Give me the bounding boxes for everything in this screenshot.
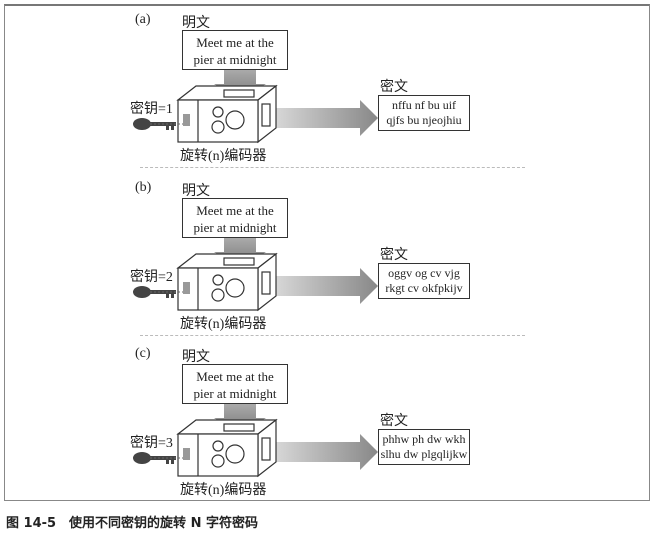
ciphertext-line: slhu dw plgqlijkw [380,447,468,461]
figure-caption: 图 14-5 使用不同密钥的旋转 N 字符密码 [6,516,258,531]
cipher-panel: (b) 明文 Meet me at the pier at midnight 密钥… [0,168,653,336]
encoder-graphic [133,70,378,144]
plaintext-label: 明文 [182,184,210,199]
figure-frame [4,4,650,501]
plaintext-line: pier at midnight [193,220,277,235]
keyhole-icon [183,114,190,126]
key-label: 密钥=1 [130,102,173,117]
output-arrow [268,268,378,304]
plaintext-line: Meet me at the [196,369,274,384]
panel-tag: (b) [135,180,152,195]
cipher-panel: (a) 明文 Meet me at the pier at midnight 密钥… [0,0,653,168]
ciphertext-line: phhw ph dw wkh [382,432,466,446]
encoder-box-icon [176,84,278,144]
plaintext-line: Meet me at the [196,203,274,218]
panel-tag: (a) [135,12,151,27]
ciphertext-line: rkgt cv okfpkijv [385,281,463,295]
plaintext-box: Meet me at the pier at midnight [182,30,288,70]
plaintext-box: Meet me at the pier at midnight [182,198,288,238]
plaintext-box: Meet me at the pier at midnight [182,364,288,404]
encoder-box-icon [176,252,278,312]
ciphertext-line: nffu nf bu uif [391,98,457,112]
encoder-graphic [133,404,378,478]
output-arrow [268,434,378,470]
key-label: 密钥=3 [130,436,173,451]
ciphertext-line: qjfs bu njeojhiu [386,113,462,127]
encoder-label: 旋转(n)编码器 [180,149,267,164]
keyhole-icon [183,448,190,460]
cipher-panel: (c) 明文 Meet me at the pier at midnight 密钥… [0,334,653,500]
plaintext-label: 明文 [182,350,210,365]
ciphertext-label: 密文 [380,414,408,429]
plaintext-line: pier at midnight [193,52,277,67]
input-arrow [214,404,266,434]
panel-divider [140,335,525,336]
output-arrow [268,100,378,136]
panel-tag: (c) [135,346,151,361]
plaintext-line: pier at midnight [193,386,277,401]
panel-divider [140,167,525,168]
key-label: 密钥=2 [130,270,173,285]
ciphertext-label: 密文 [380,80,408,95]
encoder-graphic [133,238,378,312]
ciphertext-label: 密文 [380,248,408,263]
encoder-label: 旋转(n)编码器 [180,483,267,498]
input-arrow [214,70,266,100]
keyhole-icon [183,282,190,294]
ciphertext-line: oggv og cv vjg [388,266,460,280]
input-arrow [214,238,266,268]
plaintext-line: Meet me at the [196,35,274,50]
encoder-label: 旋转(n)编码器 [180,317,267,332]
plaintext-label: 明文 [182,16,210,31]
encoder-box-icon [176,418,278,478]
